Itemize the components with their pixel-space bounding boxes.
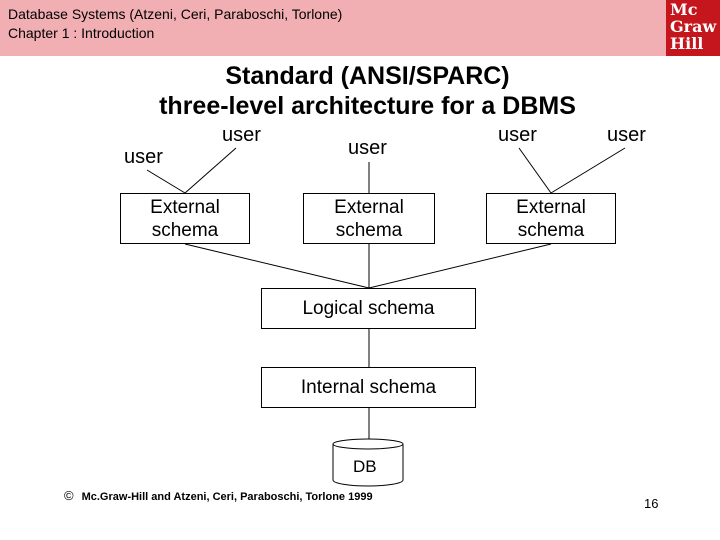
mcgraw-hill-logo: Mc Graw Hill — [666, 0, 720, 56]
page-number: 16 — [644, 496, 659, 511]
db-label: DB — [353, 457, 377, 476]
user-label-1: user — [124, 146, 163, 168]
logical-schema-box: Logical schema — [261, 288, 476, 329]
external-schema-3-line-1: External — [516, 196, 586, 218]
slide-title-line-2: three-level architecture for a DBMS — [159, 92, 576, 120]
header-bar: Database Systems (Atzeni, Ceri, Parabosc… — [0, 0, 720, 56]
external-schema-3-line-2: schema — [517, 219, 585, 241]
copyright-notice: © Mc.Graw-Hill and Atzeni, Ceri, Parabosc… — [64, 489, 373, 504]
external-schema-1-line-1: External — [150, 196, 220, 218]
slide-title-line-1: Standard (ANSI/SPARC) — [225, 62, 510, 90]
logo-line-3: Hill — [670, 34, 704, 53]
db-cylinder — [332, 438, 404, 487]
user-label-3: user — [348, 137, 387, 159]
external-schema-2-line-2: schema — [335, 219, 403, 241]
external-schema-1-line-2: schema — [151, 219, 219, 241]
chapter-title: Chapter 1 : Introduction — [8, 25, 155, 41]
external-schema-2-line-1: External — [334, 196, 404, 218]
logical-schema-label: Logical schema — [302, 298, 435, 319]
user-label-4: user — [498, 124, 537, 146]
internal-schema-box: Internal schema — [261, 367, 476, 408]
internal-schema-label: Internal schema — [300, 377, 437, 398]
user-label-5: user — [607, 124, 646, 146]
logo-line-1: Mc — [670, 0, 698, 19]
book-title: Database Systems (Atzeni, Ceri, Parabosc… — [8, 6, 343, 22]
copyright-text: Mc.Graw-Hill and Atzeni, Ceri, Parabosch… — [81, 491, 373, 503]
logo-line-2: Graw — [670, 17, 717, 36]
copyright-symbol: © — [64, 488, 74, 503]
user-label-2: user — [222, 124, 261, 146]
